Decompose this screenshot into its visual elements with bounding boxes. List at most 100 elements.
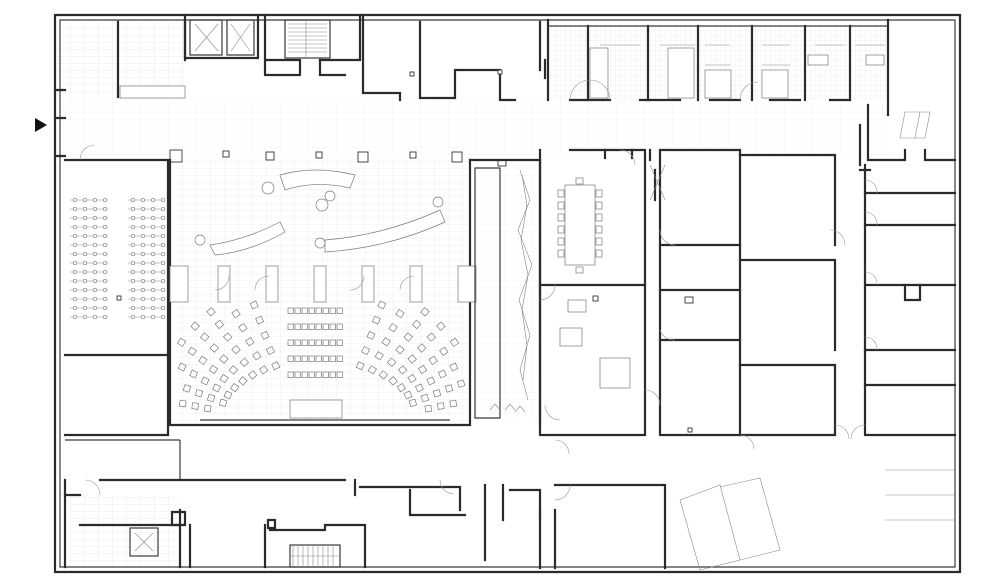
seat	[206, 307, 216, 317]
shelf-node	[150, 314, 156, 320]
seat	[449, 337, 460, 347]
shelf-node	[130, 233, 136, 239]
seat	[444, 384, 454, 393]
seat	[287, 323, 294, 330]
seat	[322, 371, 329, 378]
shelf-node	[72, 251, 78, 257]
seat	[420, 307, 430, 317]
office-cluster	[648, 148, 846, 437]
east-offices	[858, 123, 957, 437]
shelf-node	[72, 260, 78, 266]
shelf-node	[130, 242, 136, 248]
seat	[308, 355, 315, 362]
shelf-node	[82, 260, 88, 266]
shelf-node	[102, 278, 108, 284]
seat	[329, 339, 336, 346]
library-stacks	[63, 158, 170, 437]
seat	[294, 371, 301, 378]
seat	[329, 307, 336, 314]
chair	[557, 225, 565, 234]
seat	[366, 330, 376, 340]
shelf-node	[92, 314, 98, 320]
seat	[381, 337, 391, 347]
shelf-node	[82, 251, 88, 257]
acoustic-panels	[169, 265, 477, 303]
corridor-columns	[53, 88, 507, 167]
shelf-node	[102, 206, 108, 212]
north-service-core	[116, 13, 547, 102]
shelf-node	[130, 197, 136, 203]
seat	[238, 376, 248, 386]
seat	[230, 382, 240, 393]
shelf-node	[150, 278, 156, 284]
seat	[176, 337, 187, 347]
seat	[336, 323, 343, 330]
seat	[271, 361, 281, 371]
south-west-rooms	[63, 479, 367, 569]
shelf-node	[130, 260, 136, 266]
shelf-node	[140, 206, 146, 212]
shelf-node	[92, 278, 98, 284]
shelf-node	[150, 233, 156, 239]
shelf-node	[140, 251, 146, 257]
shelf-node	[130, 287, 136, 293]
seat	[371, 315, 381, 325]
shelf-node	[102, 215, 108, 221]
seat	[408, 398, 418, 408]
shelf-node	[82, 305, 88, 311]
shelf-node	[82, 242, 88, 248]
shelf-node	[150, 242, 156, 248]
shelf-node	[160, 197, 166, 203]
chair	[557, 189, 565, 198]
seat	[255, 315, 265, 325]
seat	[456, 379, 466, 388]
seat	[329, 355, 336, 362]
shelf-node	[92, 260, 98, 266]
shelf-node	[72, 242, 78, 248]
shelf-node	[140, 197, 146, 203]
seat	[294, 355, 301, 362]
shelf-node	[140, 305, 146, 311]
seat	[294, 323, 301, 330]
seat	[322, 355, 329, 362]
shelf-node	[140, 215, 146, 221]
shelf-node	[140, 269, 146, 275]
seat	[187, 346, 197, 356]
seat	[199, 332, 210, 342]
panel	[217, 265, 231, 303]
shelf-node	[130, 296, 136, 302]
shelf-node	[82, 206, 88, 212]
shelf-node	[82, 224, 88, 230]
seat	[439, 346, 449, 356]
seat	[378, 370, 389, 380]
seat	[308, 323, 315, 330]
seat	[437, 369, 447, 379]
seat	[301, 371, 308, 378]
seat	[322, 307, 329, 314]
seat	[209, 343, 219, 353]
seat	[308, 371, 315, 378]
north-east-room	[866, 103, 957, 162]
shelf-node	[72, 296, 78, 302]
seat	[182, 384, 192, 393]
south-corridor	[63, 439, 955, 570]
shelf-node	[150, 305, 156, 311]
seat	[407, 373, 417, 384]
seat	[388, 376, 398, 386]
shelf-node	[140, 287, 146, 293]
shelf-node	[72, 314, 78, 320]
shelf-node	[160, 206, 166, 212]
seat	[231, 309, 241, 319]
shelf-node	[130, 215, 136, 221]
seat	[228, 365, 239, 375]
seat	[432, 389, 442, 398]
seat	[245, 337, 255, 347]
seat	[198, 355, 208, 366]
seat	[388, 323, 398, 333]
meeting-rooms	[538, 148, 647, 437]
panel	[409, 265, 423, 303]
seat	[218, 398, 228, 408]
shelf-node	[102, 305, 108, 311]
shelf-node	[150, 296, 156, 302]
lecture-seating	[176, 300, 466, 413]
